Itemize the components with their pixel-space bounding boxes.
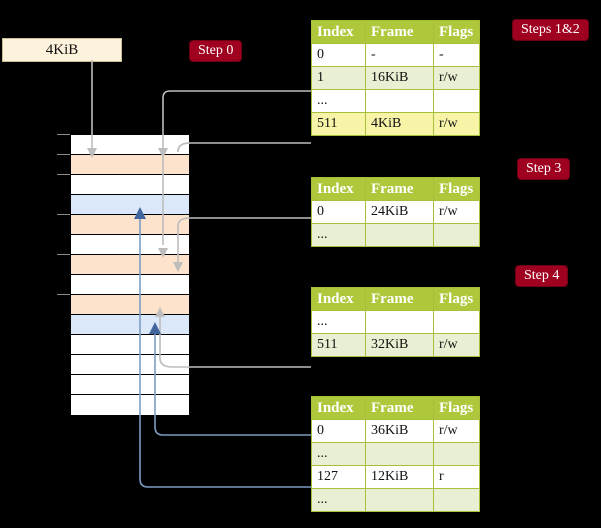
memory-frame-row xyxy=(71,175,189,195)
grid-tick xyxy=(57,214,70,215)
grid-tick xyxy=(57,294,70,295)
table-cell xyxy=(365,488,434,512)
table-cell xyxy=(365,223,434,247)
grid-tick xyxy=(57,134,70,135)
column-header: Frame xyxy=(365,177,434,201)
table-cell xyxy=(365,442,434,466)
column-header: Index xyxy=(311,177,366,201)
grid-tick xyxy=(57,254,70,255)
memory-frame-row xyxy=(71,315,189,335)
grid-tick xyxy=(57,174,70,175)
badge-step-3: Step 3 xyxy=(518,159,570,179)
memory-frame-row xyxy=(71,355,189,375)
table-cell: r/w xyxy=(433,333,480,357)
table-cell xyxy=(365,310,434,334)
table-cell xyxy=(433,89,480,113)
column-header: Index xyxy=(311,396,366,420)
memory-frame-row xyxy=(71,155,189,175)
table-cell xyxy=(365,89,434,113)
table-cell: r/w xyxy=(433,419,480,443)
table-row: ... xyxy=(311,89,480,113)
badge-step-4: Step 4 xyxy=(516,266,568,286)
table-cell: r/w xyxy=(433,200,480,224)
table-row: ... xyxy=(311,488,480,512)
table-cell: ... xyxy=(311,223,366,247)
table-cell: 12KiB xyxy=(365,465,434,489)
table-cell: 511 xyxy=(311,112,366,136)
table-cell: 0 xyxy=(311,43,366,67)
table-cell: 127 xyxy=(311,465,366,489)
memory-frame-row xyxy=(71,275,189,295)
memory-frame-row xyxy=(71,235,189,255)
table-cell: ... xyxy=(311,310,366,334)
table-cell xyxy=(433,310,480,334)
table-cell: 0 xyxy=(311,419,366,443)
column-header: Flags xyxy=(433,177,480,201)
memory-frame-row xyxy=(71,195,189,215)
table-cell xyxy=(433,223,480,247)
table-cell: ... xyxy=(311,488,366,512)
badge-steps-1-2: Steps 1&2 xyxy=(513,20,588,40)
memory-frame-row xyxy=(71,295,189,315)
table-cell xyxy=(433,488,480,512)
column-header: Index xyxy=(311,20,366,44)
memory-frame-row xyxy=(71,215,189,235)
table-row: ... xyxy=(311,223,480,247)
table-cell: 24KiB xyxy=(365,200,434,224)
table-cell: 0 xyxy=(311,200,366,224)
table-cell: ... xyxy=(311,442,366,466)
table-cell: ... xyxy=(311,89,366,113)
table-cell: r/w xyxy=(433,112,480,136)
memory-frame-row xyxy=(71,135,189,155)
table-cell: 16KiB xyxy=(365,66,434,90)
physical-memory-grid xyxy=(70,134,190,415)
table-cell: - xyxy=(433,43,480,67)
memory-frame-row xyxy=(71,375,189,395)
table-row: ... xyxy=(311,442,480,466)
table-cell xyxy=(433,442,480,466)
badge-step-0: Step 0 xyxy=(190,41,242,61)
grid-tick xyxy=(57,154,70,155)
column-header: Flags xyxy=(433,396,480,420)
table-cell: 32KiB xyxy=(365,333,434,357)
column-header: Frame xyxy=(365,396,434,420)
table-cell: 1 xyxy=(311,66,366,90)
table-cell: 511 xyxy=(311,333,366,357)
memory-frame-row xyxy=(71,255,189,275)
column-header: Frame xyxy=(365,287,434,311)
column-header: Flags xyxy=(433,20,480,44)
memory-frame-row xyxy=(71,335,189,355)
source-frame-box: 4KiB xyxy=(2,38,122,62)
table-cell: 36KiB xyxy=(365,419,434,443)
column-header: Flags xyxy=(433,287,480,311)
table-cell: 4KiB xyxy=(365,112,434,136)
table-row: ... xyxy=(311,310,480,334)
column-header: Frame xyxy=(365,20,434,44)
table-cell: - xyxy=(365,43,434,67)
memory-frame-row xyxy=(71,395,189,415)
column-header: Index xyxy=(311,287,366,311)
table-cell: r/w xyxy=(433,66,480,90)
table-cell: r xyxy=(433,465,480,489)
table-row: 0-- xyxy=(311,43,480,67)
